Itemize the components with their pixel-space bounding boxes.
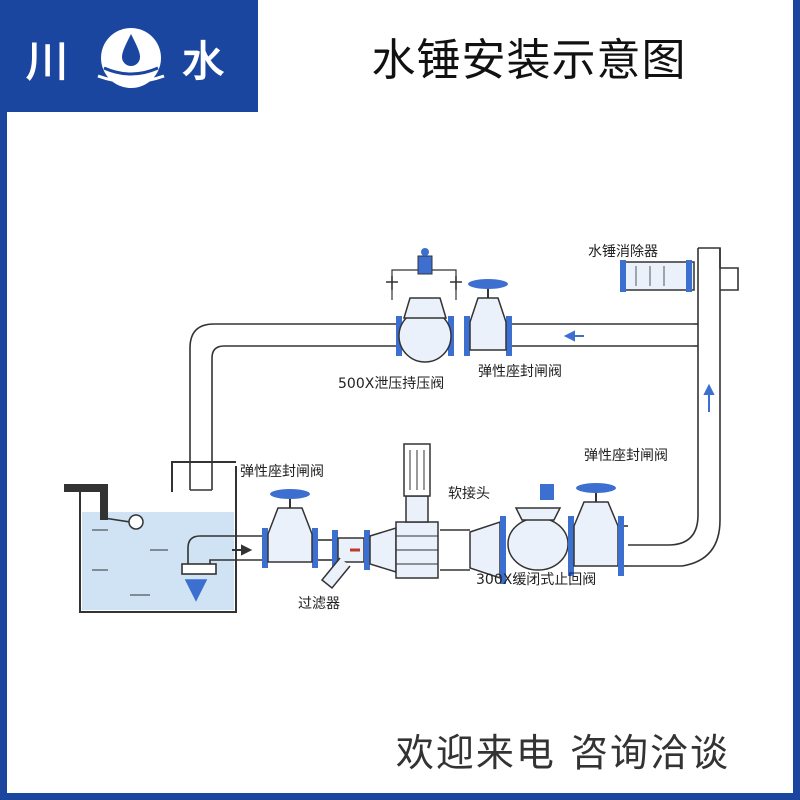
label-hammer-arrester: 水锤消除器	[588, 244, 658, 260]
flex-joint	[469, 516, 506, 584]
water-drop-icon	[97, 28, 165, 88]
tank-water	[82, 512, 234, 610]
pump	[369, 443, 439, 579]
label-gate-valve-right: 弹性座封闸阀	[584, 448, 668, 464]
float-valve-pipe	[64, 484, 108, 520]
brand-char-left: 川	[26, 37, 69, 86]
return-pipe	[189, 323, 694, 491]
brand-logo: 川 水	[0, 0, 258, 112]
page-title: 水锤安装示意图	[371, 35, 687, 86]
strainer	[320, 530, 370, 590]
label-gate-valve-top: 弹性座封闸阀	[478, 364, 562, 380]
check-valve-300x	[507, 484, 574, 576]
water-hammer-arrester	[620, 260, 695, 292]
gate-valve-right	[573, 483, 624, 576]
flow-arrow-icon	[232, 330, 715, 556]
water-tank	[64, 461, 237, 613]
label-gate-valve-left: 弹性座封闸阀	[240, 464, 324, 480]
brand-char-right: 水	[182, 37, 225, 86]
suction-arrow-icon	[184, 579, 208, 602]
footer-contact: 欢迎来电 咨询洽谈	[395, 731, 730, 775]
label-flex-joint: 软接头	[448, 485, 490, 502]
label-relief-valve-500x: 500X泄压持压阀	[338, 376, 444, 392]
gate-valve-left	[262, 489, 318, 568]
handwheel-icon	[468, 279, 508, 289]
handwheel-icon	[576, 483, 616, 493]
handwheel-icon	[270, 489, 310, 499]
float-ball	[128, 514, 144, 530]
pump-discharge-line	[181, 525, 628, 602]
gate-valve-top	[464, 279, 512, 356]
label-check-valve-300x: 300X缓闭式止回阀	[476, 572, 596, 588]
relief-valve-500x	[386, 248, 462, 363]
riser-pipe	[628, 247, 739, 567]
label-strainer: 过滤器	[298, 596, 340, 612]
